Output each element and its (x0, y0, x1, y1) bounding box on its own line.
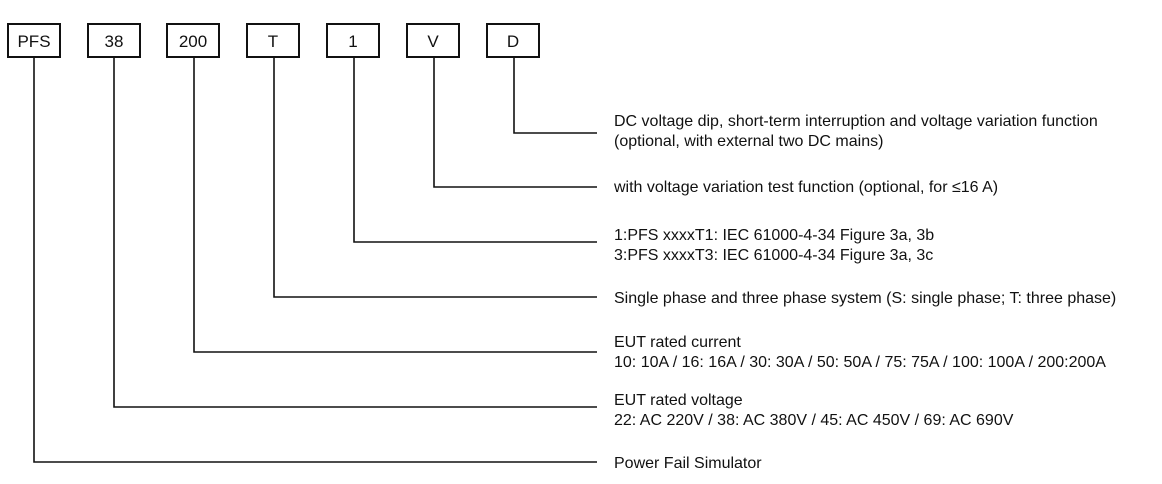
description-38: EUT rated voltage 22: AC 220V / 38: AC 3… (614, 391, 1013, 431)
description-38-line-2: 22: AC 220V / 38: AC 380V / 45: AC 450V … (614, 412, 1014, 429)
description-200-line-2: 10: 10A / 16: 16A / 30: 30A / 50: 50A / … (614, 354, 1106, 371)
description-v-line-1: with voltage variation test function (op… (614, 179, 999, 196)
code-box-1: 1 (326, 23, 380, 58)
description-200: EUT rated current 10: 10A / 16: 16A / 30… (614, 333, 1106, 373)
description-d: DC voltage dip, short-term interruption … (614, 112, 1098, 152)
description-pfs: Power Fail Simulator (614, 454, 762, 474)
code-label-t: T (268, 32, 278, 51)
description-38-line-1: EUT rated voltage (614, 392, 743, 409)
code-box-v: V (406, 23, 460, 58)
description-t-line-1: Single phase and three phase system (S: … (614, 290, 1117, 307)
leader-line-t (273, 57, 597, 298)
description-d-line-1: DC voltage dip, short-term interruption … (614, 113, 1098, 130)
leader-line-pfs (33, 57, 597, 463)
code-label-200: 200 (179, 32, 207, 51)
code-label-1: 1 (348, 32, 357, 51)
code-label-38: 38 (105, 32, 124, 51)
code-label-v: V (427, 32, 439, 51)
code-box-200: 200 (166, 23, 220, 58)
description-v: with voltage variation test function (op… (614, 178, 998, 198)
description-t: Single phase and three phase system (S: … (614, 289, 1116, 309)
description-1-line-2: 3:PFS xxxxT3: IEC 61000-4-34 Figure 3a, … (614, 247, 934, 264)
description-1-line-1: 1:PFS xxxxT1: IEC 61000-4-34 Figure 3a, … (614, 227, 935, 244)
code-label-d: D (507, 32, 519, 51)
description-d-line-2: (optional, with external two DC mains) (614, 133, 884, 150)
code-box-d: D (486, 23, 540, 58)
code-box-38: 38 (87, 23, 141, 58)
description-pfs-line-1: Power Fail Simulator (614, 455, 762, 472)
code-box-pfs: PFS (7, 23, 61, 58)
description-200-line-1: EUT rated current (614, 334, 741, 351)
leader-line-200 (193, 57, 597, 353)
leader-line-38 (113, 57, 597, 408)
leader-line-d (513, 57, 597, 134)
leader-line-v (433, 57, 597, 188)
description-1: 1:PFS xxxxT1: IEC 61000-4-34 Figure 3a, … (614, 226, 934, 266)
code-box-t: T (246, 23, 300, 58)
leader-line-1 (353, 57, 597, 243)
code-label-pfs: PFS (17, 32, 50, 51)
